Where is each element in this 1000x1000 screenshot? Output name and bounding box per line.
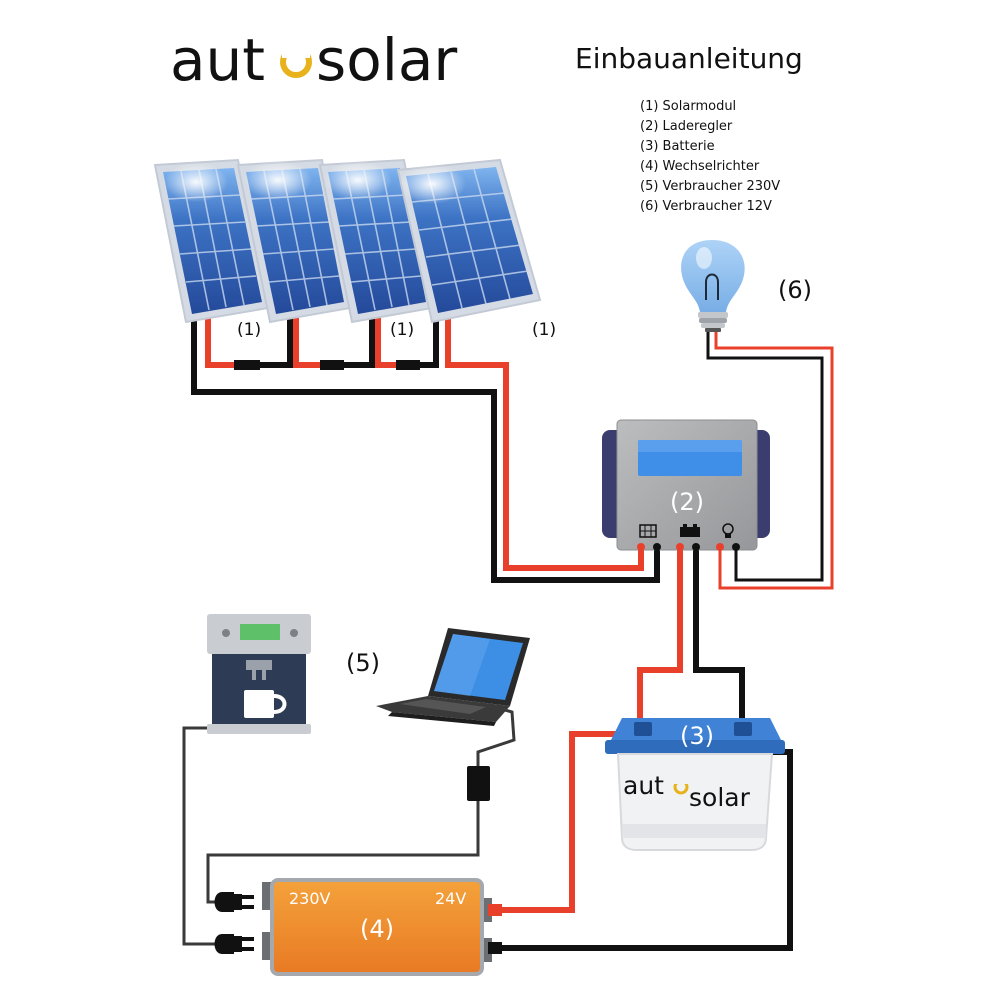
panel-link-2-positive bbox=[293, 318, 322, 368]
laptop-charger-cable bbox=[476, 706, 516, 768]
wire-battery-negative bbox=[693, 548, 745, 752]
controller-label: (2) bbox=[670, 488, 704, 516]
battery-logo-part2: solar bbox=[689, 783, 751, 812]
consumers-230v-label: (5) bbox=[346, 649, 380, 677]
panel-label: (1) bbox=[237, 320, 261, 340]
power-plug-icon bbox=[214, 892, 254, 954]
battery-label: (3) bbox=[680, 722, 714, 750]
legend-item: (4) Wechselrichter bbox=[640, 159, 760, 174]
panel-link-3-negative bbox=[416, 318, 439, 368]
panel-label: (1) bbox=[390, 320, 414, 340]
panel-label: (1) bbox=[532, 320, 556, 340]
wire-lamp-positive bbox=[714, 330, 834, 590]
logo-text-part1: aut bbox=[170, 26, 265, 94]
logo-text-part2: solar bbox=[316, 26, 457, 94]
plug-bottom bbox=[214, 934, 254, 954]
panel-series-wires bbox=[205, 318, 439, 370]
plug-top bbox=[214, 892, 254, 912]
inverter-dc-label: 24V bbox=[435, 889, 466, 908]
autosolar-logo: aut solar bbox=[170, 26, 457, 94]
ac-cable-laptop bbox=[206, 798, 480, 904]
controller-terminals bbox=[637, 543, 740, 551]
wire-inverter-positive bbox=[498, 731, 640, 913]
legend: (1) Solarmodul (2) Laderegler (3) Batter… bbox=[640, 99, 780, 214]
solar-panel-4 bbox=[396, 158, 542, 324]
mc4-connector-2 bbox=[320, 360, 344, 370]
inverter-negative-terminal bbox=[488, 942, 502, 954]
panel-link-3-positive bbox=[375, 318, 398, 368]
page-title: Einbauanleitung bbox=[575, 42, 803, 75]
legend-item: (3) Batterie bbox=[640, 139, 715, 154]
legend-item: (5) Verbraucher 230V bbox=[640, 179, 780, 194]
battery-logo-part1: aut bbox=[623, 771, 664, 800]
solar-panel-icon bbox=[153, 158, 542, 324]
solar-panel-2 bbox=[236, 158, 352, 324]
lightbulb-icon bbox=[681, 240, 745, 332]
inverter-label: (4) bbox=[360, 915, 394, 943]
wiring bbox=[182, 318, 834, 951]
inverter: 230V 24V (4) bbox=[262, 878, 502, 976]
bulb-symbol-icon bbox=[722, 523, 734, 538]
battery-logo: aut solar bbox=[623, 771, 751, 812]
battery: (3) aut solar bbox=[605, 718, 785, 851]
mc4-connector-1 bbox=[234, 360, 260, 370]
battery-symbol-icon bbox=[680, 524, 700, 537]
coffee-machine-icon bbox=[207, 614, 311, 734]
wire-panels-negative bbox=[191, 318, 660, 583]
charge-controller: (2) bbox=[602, 419, 770, 551]
panel-link-2-negative bbox=[340, 318, 375, 368]
wire-lamp-negative bbox=[706, 330, 824, 582]
wire-battery-positive bbox=[637, 548, 683, 734]
wire-panels-positive bbox=[445, 318, 644, 571]
inverter-positive-terminal bbox=[488, 904, 502, 916]
legend-item: (1) Solarmodul bbox=[640, 99, 736, 114]
panel-symbol-icon bbox=[639, 524, 657, 538]
logo-sun-cut bbox=[282, 44, 310, 58]
panel-link-1-negative bbox=[256, 318, 293, 368]
solar-panel-1 bbox=[153, 158, 270, 324]
legend-item: (6) Verbraucher 12V bbox=[640, 199, 772, 214]
consumer-12v-label: (6) bbox=[778, 276, 812, 304]
inverter-ac-label: 230V bbox=[289, 889, 331, 908]
mc4-connector-3 bbox=[396, 360, 420, 370]
legend-item: (2) Laderegler bbox=[640, 119, 733, 134]
laptop-charger bbox=[467, 766, 490, 801]
ac-cable-coffee-machine bbox=[182, 726, 222, 946]
panel-link-1-positive bbox=[205, 318, 240, 368]
laptop-icon bbox=[376, 628, 530, 726]
